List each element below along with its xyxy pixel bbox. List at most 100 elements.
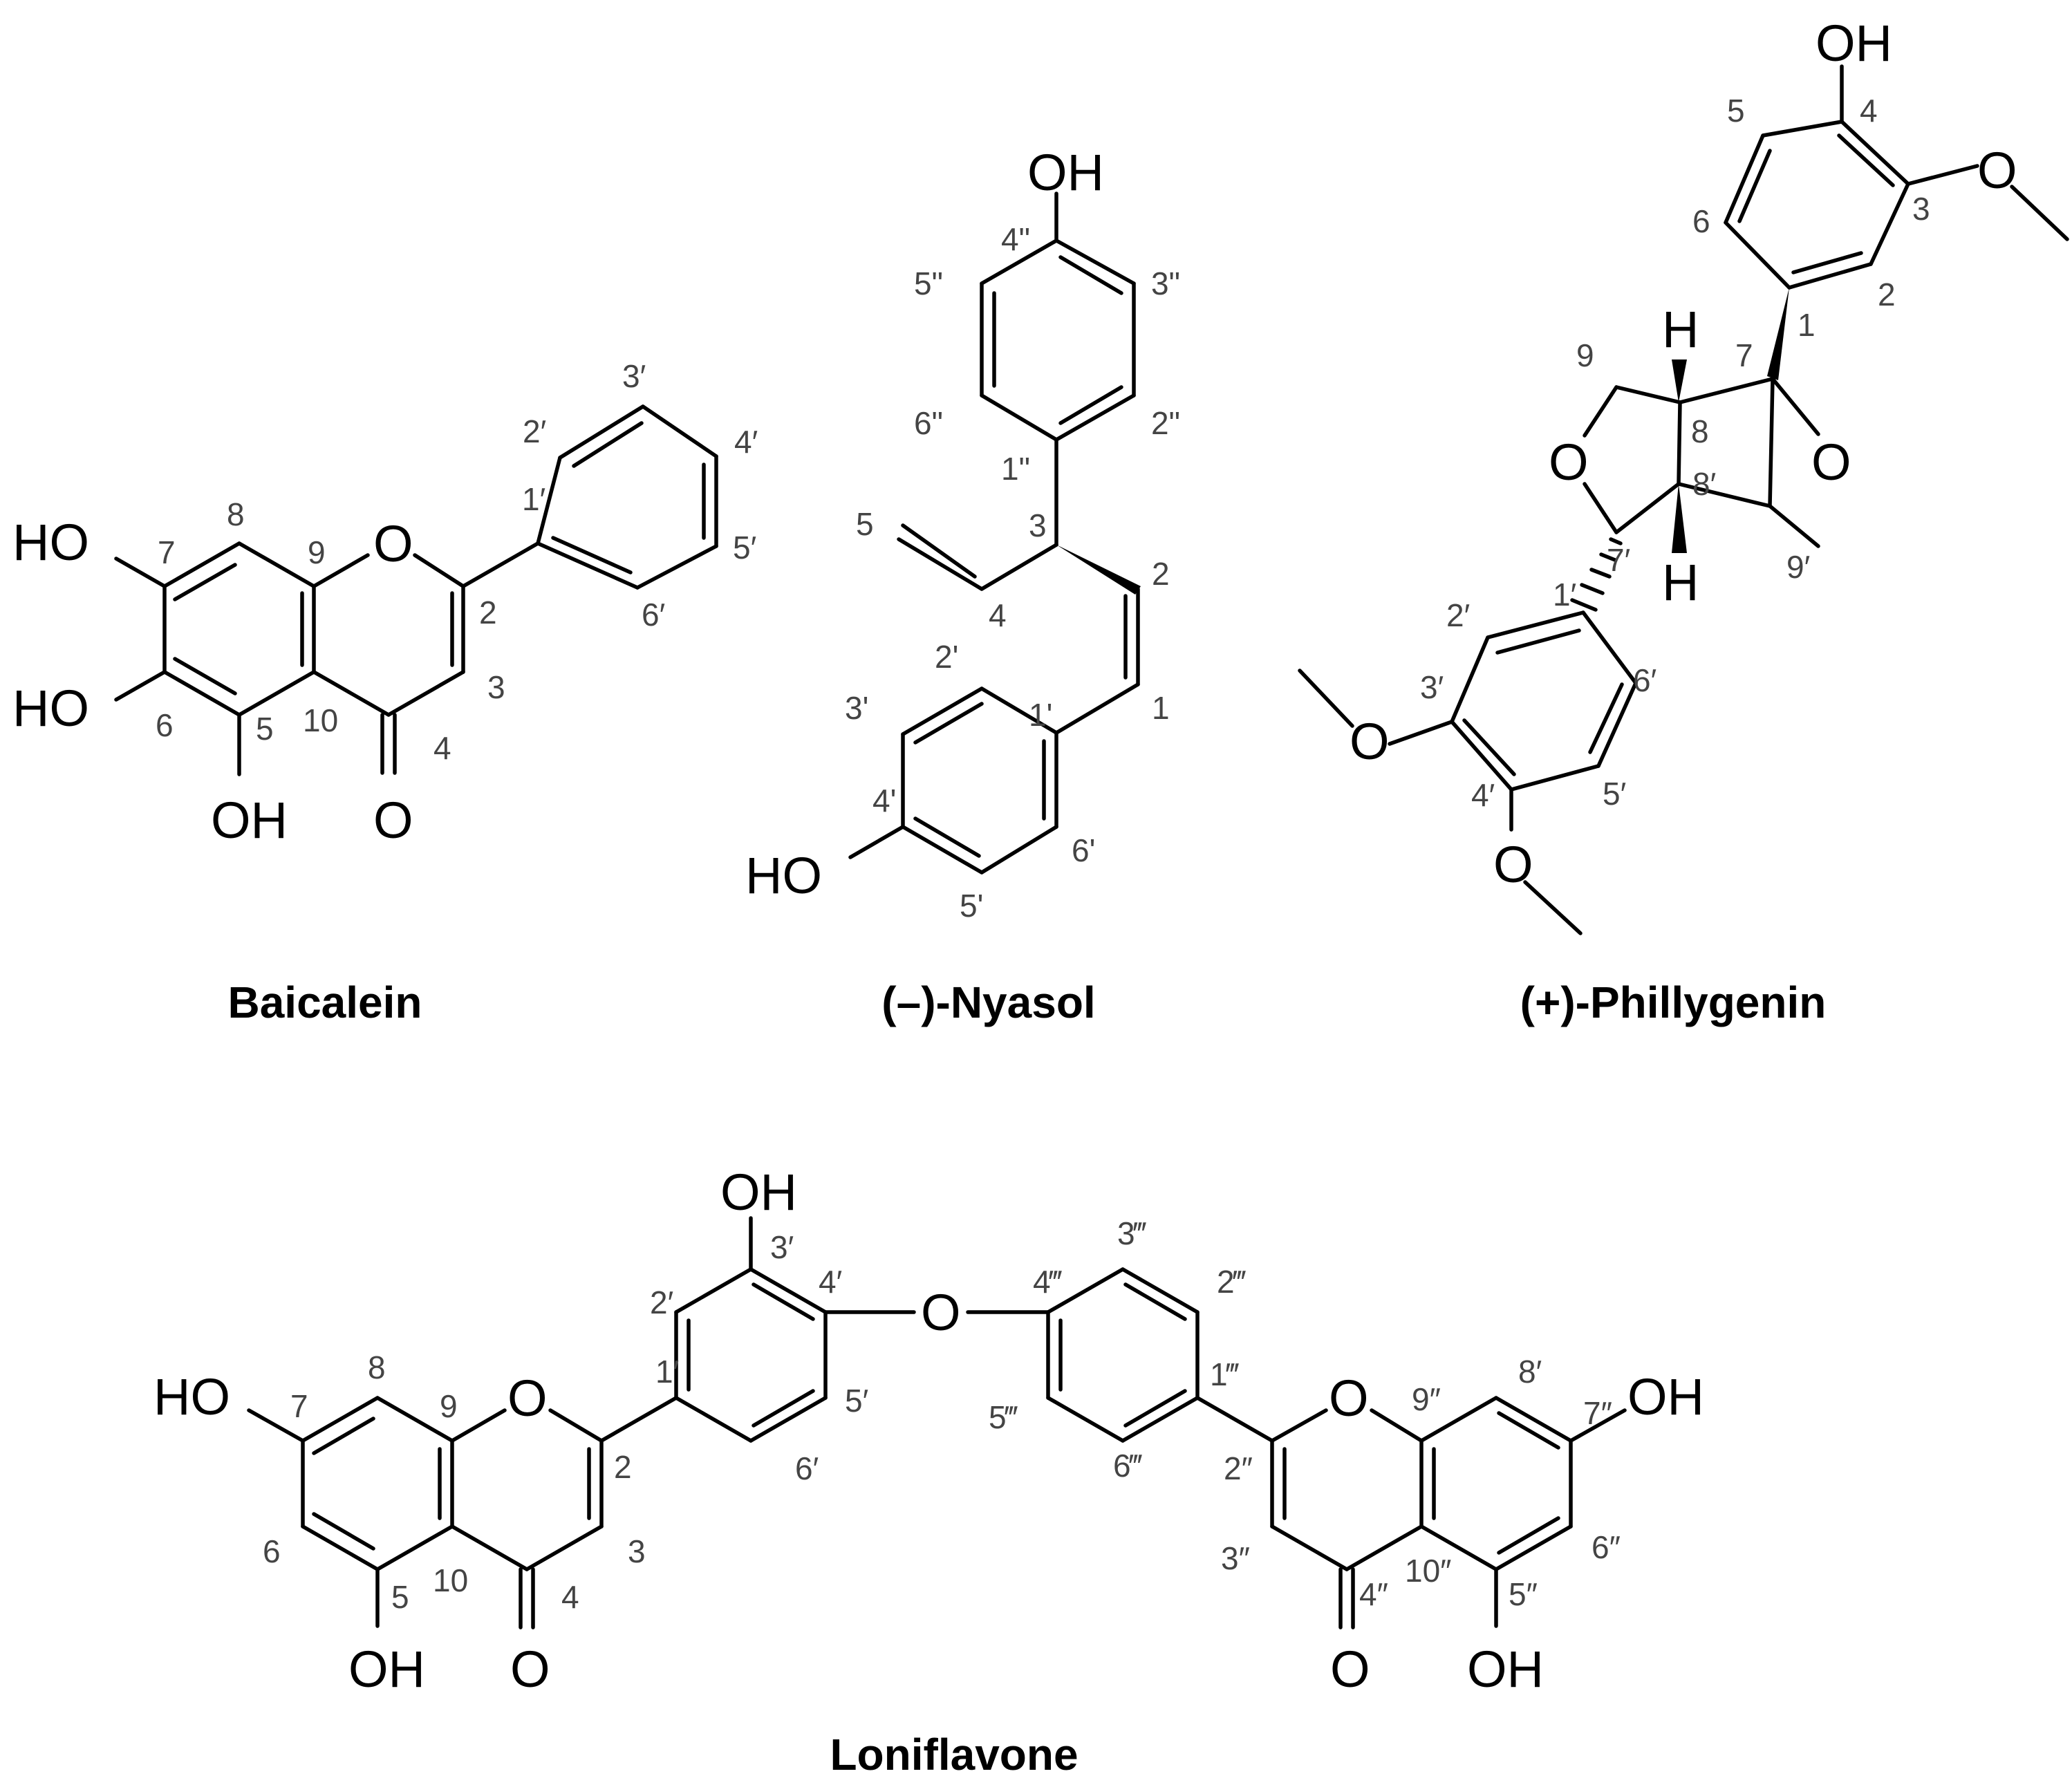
position-number: 5′ xyxy=(733,530,756,566)
atom-label: O xyxy=(1329,1370,1369,1427)
nyasol-structure xyxy=(848,191,1141,875)
position-number: 7′ xyxy=(1607,542,1630,578)
atom-label: OH xyxy=(1027,144,1104,201)
position-number: 5′ xyxy=(845,1383,868,1419)
atom-label: O xyxy=(373,792,413,849)
position-number: 2 xyxy=(1152,556,1170,592)
position-number: 4 xyxy=(561,1579,579,1615)
position-number: 10 xyxy=(303,702,338,738)
position-number: 3 xyxy=(628,1533,646,1569)
atom-label: HO xyxy=(745,847,822,904)
position-number: 7″ xyxy=(1583,1395,1612,1431)
position-number: 5 xyxy=(856,506,874,542)
loniflavone-atom-labels: HO OH O O OH O O O OH OH xyxy=(153,1163,1704,1698)
position-number: 2′ xyxy=(650,1284,673,1320)
position-number: 10″ xyxy=(1405,1553,1451,1589)
baicalein-atom-labels: HO HO OH O O xyxy=(12,514,413,849)
position-number: 10 xyxy=(433,1562,468,1598)
position-number: 3" xyxy=(1151,265,1180,301)
position-number: 3″ xyxy=(1221,1540,1250,1576)
position-number: 6′ xyxy=(795,1450,819,1486)
position-number: 8 xyxy=(1691,413,1709,449)
position-number: 7 xyxy=(158,534,176,570)
position-number: 9 xyxy=(1576,337,1594,373)
position-number: 8 xyxy=(227,496,245,532)
position-number: 3′ xyxy=(1420,669,1444,705)
position-number: 2 xyxy=(479,595,497,630)
position-number: 6″ xyxy=(1592,1529,1621,1565)
position-number: 5 xyxy=(391,1579,409,1615)
position-number: 3‴ xyxy=(1117,1215,1147,1251)
position-number: 6" xyxy=(914,405,943,441)
position-number: 4" xyxy=(1001,221,1030,257)
position-number: 2‴ xyxy=(1217,1264,1247,1300)
atom-label: OH xyxy=(1467,1641,1544,1698)
position-number: 5‴ xyxy=(989,1399,1018,1435)
position-number: 4 xyxy=(989,597,1007,633)
loniflavone-structure xyxy=(247,1216,1627,1629)
position-number: 8′ xyxy=(1518,1354,1542,1390)
position-number: 4' xyxy=(872,783,896,819)
position-number: 6′ xyxy=(642,597,665,633)
compound-name-nyasol: (–)-Nyasol xyxy=(881,978,1095,1027)
position-number: 3 xyxy=(1912,191,1930,227)
atom-label: O xyxy=(1493,836,1533,893)
position-number: 5 xyxy=(1727,93,1745,129)
position-number: 1' xyxy=(1029,697,1052,733)
position-number: 4 xyxy=(1860,93,1878,129)
position-number: 1′ xyxy=(1553,577,1576,613)
atom-label: O xyxy=(1330,1641,1370,1698)
position-number: 8′ xyxy=(1692,466,1716,502)
position-number: 9″ xyxy=(1412,1381,1441,1417)
baicalein-structure xyxy=(114,404,718,776)
compound-name-phillygenin: (+)-Phillygenin xyxy=(1520,978,1827,1027)
position-number: 7 xyxy=(290,1388,308,1424)
position-number: 9′ xyxy=(1786,549,1810,585)
position-number: 6 xyxy=(263,1533,281,1569)
atom-label: O xyxy=(1977,142,2017,199)
atom-label: HO xyxy=(12,680,89,737)
position-number: 1′ xyxy=(522,481,545,517)
atom-label: HO xyxy=(153,1368,230,1426)
position-number: 3 xyxy=(1029,507,1047,543)
phillygenin-position-numbers: 4 5 3 6 2 1 7 9 8 8′ 7′ 9′ 1′ 2′ 6′ 3′ 5… xyxy=(1420,93,1930,813)
baicalein-position-numbers: 8 7 6 5 9 10 4 3 2 1′ 2′ 3′ 4′ 5′ 6′ xyxy=(156,358,758,766)
position-number: 2′ xyxy=(523,413,546,449)
atom-label: O xyxy=(921,1284,961,1341)
atom-label: OH xyxy=(1816,15,1892,72)
position-number: 3′ xyxy=(770,1229,794,1265)
atom-label: H xyxy=(1662,301,1699,358)
position-number: 4′ xyxy=(734,424,758,460)
phillygenin-structure xyxy=(1298,64,2069,935)
position-number: 1′ xyxy=(655,1354,679,1390)
position-number: 5" xyxy=(914,265,943,301)
position-number: 3′ xyxy=(622,358,646,394)
compound-name-baicalein: Baicalein xyxy=(227,978,422,1027)
position-number: 4‴ xyxy=(1033,1264,1063,1300)
position-number: 4′ xyxy=(1471,777,1495,813)
position-number: 8 xyxy=(368,1349,386,1385)
position-number: 6 xyxy=(156,707,174,743)
atom-label: O xyxy=(373,515,413,572)
position-number: 9 xyxy=(440,1388,458,1424)
position-number: 2″ xyxy=(1224,1450,1253,1486)
atom-label: O xyxy=(1811,433,1851,491)
position-number: 6 xyxy=(1692,203,1710,239)
position-number: 4′ xyxy=(819,1264,842,1300)
position-number: 4″ xyxy=(1359,1576,1388,1612)
position-number: 1‴ xyxy=(1210,1356,1240,1392)
position-number: 2" xyxy=(1151,405,1180,441)
position-number: 2 xyxy=(614,1449,632,1485)
position-number: 1" xyxy=(1001,451,1030,487)
position-number: 2 xyxy=(1878,277,1896,312)
atom-label: O xyxy=(510,1641,550,1698)
atom-label: O xyxy=(1549,433,1589,491)
position-number: 5′ xyxy=(1603,776,1626,812)
loniflavone-position-numbers: 8 7 9 6 5 10 4 3 2 1′ 2′ 3′ 4′ 5′ 6′ 4‴ … xyxy=(263,1215,1621,1615)
compound-name-loniflavone: Loniflavone xyxy=(830,1730,1078,1779)
position-number: 2' xyxy=(935,639,958,675)
position-number: 5' xyxy=(960,888,983,924)
position-number: 3 xyxy=(487,669,505,705)
position-number: 1 xyxy=(1152,690,1170,726)
atom-label: H xyxy=(1662,554,1699,611)
